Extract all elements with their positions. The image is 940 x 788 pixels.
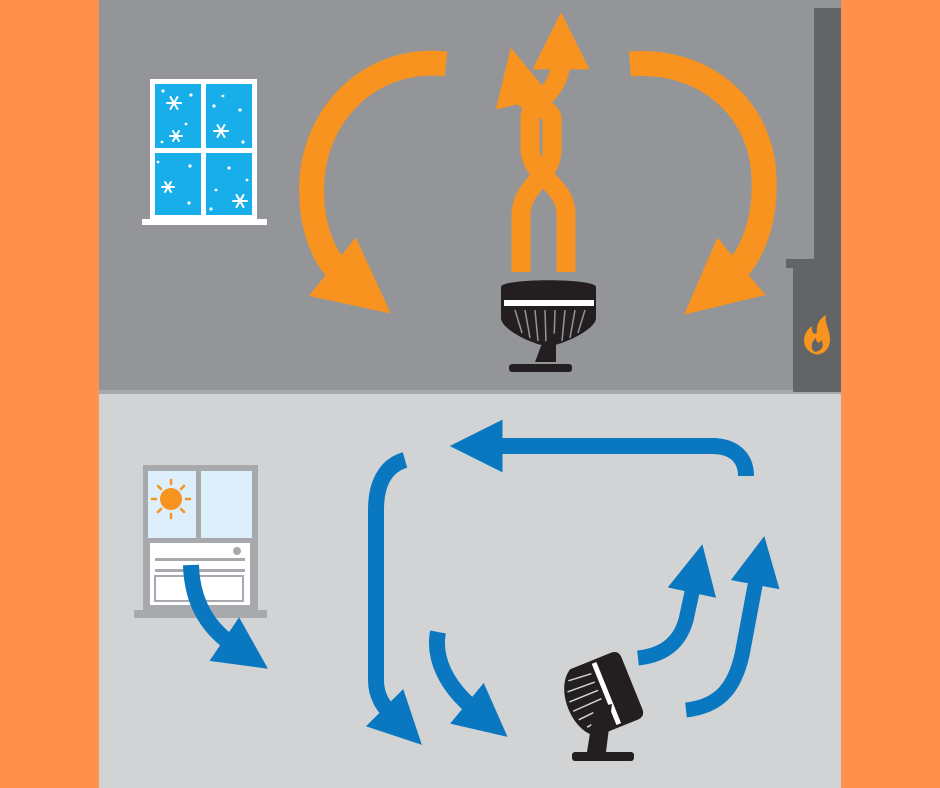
right-warm-air-arrow — [628, 51, 777, 315]
rising-warm-air-right — [520, 12, 590, 272]
upward-tilted-fan-icon — [501, 280, 596, 372]
room-divider — [99, 390, 841, 394]
fan-up-arrow-right — [684, 536, 780, 718]
ac-cool-air-arrow — [183, 564, 268, 669]
flame-icon — [804, 315, 830, 355]
fan-up-arrow-left — [636, 544, 717, 666]
left-down-arrow — [365, 452, 422, 745]
snowy-window-icon — [142, 79, 267, 225]
sun-icon — [150, 478, 192, 520]
winter-room — [99, 0, 841, 394]
angled-fan-icon — [564, 652, 644, 761]
summer-room — [99, 394, 841, 788]
inner-down-arrow — [429, 630, 508, 737]
fireplace-icon — [786, 8, 841, 392]
top-return-arrow — [449, 419, 754, 477]
left-warm-air-arrow — [299, 50, 448, 314]
